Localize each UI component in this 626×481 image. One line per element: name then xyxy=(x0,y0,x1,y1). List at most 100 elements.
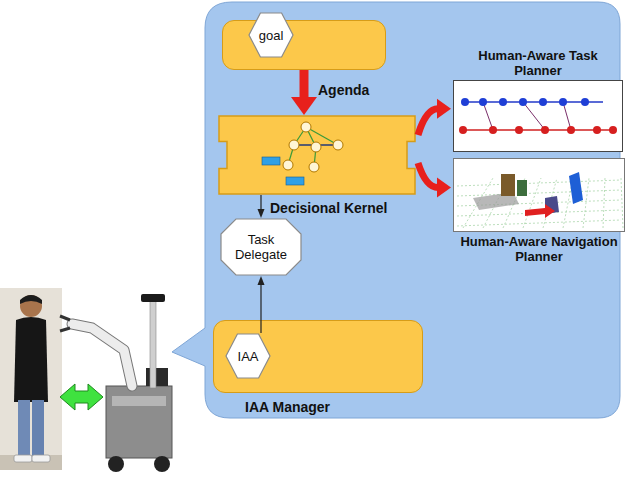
node-heading: IAA Manager xyxy=(245,398,385,416)
human-action xyxy=(489,126,497,134)
person-head xyxy=(20,295,42,317)
node-text: Task Delegate xyxy=(220,218,302,276)
person-hoodie xyxy=(14,317,48,402)
speech-bubble xyxy=(172,2,620,418)
grid-line xyxy=(603,178,605,228)
person-leg xyxy=(18,400,30,456)
grid-line xyxy=(457,190,621,196)
robot-laptop xyxy=(146,368,168,386)
plan-node xyxy=(283,160,293,170)
person-hair xyxy=(20,295,42,304)
shape-outline xyxy=(453,80,623,152)
robot-action xyxy=(581,98,589,106)
robot-arm-outline xyxy=(72,324,132,386)
connector xyxy=(418,163,451,198)
grid-line xyxy=(583,178,589,228)
plan-dependency xyxy=(483,102,493,130)
robot-base xyxy=(106,386,172,458)
diagram-node: IAA xyxy=(225,333,271,379)
human-action xyxy=(459,126,467,134)
diagram-node: Task Delegate xyxy=(220,218,302,276)
node-heading: Human-Aware Task Planner xyxy=(470,48,606,78)
hexagon-outline xyxy=(249,13,293,57)
arrow-head xyxy=(437,99,451,119)
human-plan-line xyxy=(463,129,613,131)
robot-action xyxy=(479,98,487,106)
connector-line xyxy=(300,70,309,98)
diagram-node: IAA Manager IAA xyxy=(213,320,423,418)
robot-pole xyxy=(150,300,156,388)
human-action xyxy=(609,126,617,134)
arrow-head xyxy=(258,209,265,218)
human-action xyxy=(541,126,549,134)
connector xyxy=(418,99,451,135)
kernel-outline xyxy=(219,116,415,194)
plan-node xyxy=(311,142,321,152)
shape-outline xyxy=(453,158,625,232)
diagram-node: Agendagoal xyxy=(222,20,386,102)
plan-node xyxy=(289,140,299,150)
module-box xyxy=(222,20,386,70)
robot-action xyxy=(519,98,527,106)
photo-wall xyxy=(0,288,62,470)
human-model xyxy=(517,180,527,196)
connector-line xyxy=(418,163,438,188)
plan-dependency xyxy=(563,102,571,130)
task-plan-image xyxy=(453,80,623,152)
plan-node xyxy=(301,122,311,132)
shape-outline xyxy=(218,115,416,195)
connector-line xyxy=(418,109,438,135)
node-heading: Human-Aware Navigation Planner xyxy=(459,234,619,264)
person-leg xyxy=(32,400,44,456)
grid-line xyxy=(457,220,621,226)
human-model xyxy=(569,172,583,204)
node-text: IAA xyxy=(225,333,271,379)
robot-wheel xyxy=(154,456,170,472)
node-heading: Decisional Kernel xyxy=(270,199,410,217)
arrow-head xyxy=(437,178,451,198)
human-action xyxy=(567,126,575,134)
navigation-image xyxy=(453,158,625,232)
grid-line xyxy=(457,180,621,186)
diagram-node: goal xyxy=(248,12,294,58)
human-action xyxy=(593,126,601,134)
robot-wheel xyxy=(108,456,124,472)
plan-node xyxy=(309,162,319,172)
robot-panel xyxy=(112,396,166,406)
human-action xyxy=(515,126,523,134)
path-arrow xyxy=(525,204,555,218)
interaction-arrow xyxy=(60,384,103,410)
robot-camera xyxy=(141,294,165,302)
connector xyxy=(258,195,265,218)
arrow-head xyxy=(291,97,317,115)
octagon-outline xyxy=(221,219,301,275)
connector xyxy=(291,70,317,115)
diagram-node: Human-Aware Navigation Planner xyxy=(453,158,625,264)
photo-floor xyxy=(0,455,62,470)
image-frame xyxy=(454,81,623,152)
diagram-node: Human-Aware Task Planner xyxy=(450,48,626,152)
diagram-node: Decisional Kernel xyxy=(218,115,416,217)
image-frame xyxy=(454,159,625,232)
plan-action xyxy=(262,157,280,165)
robot-arm xyxy=(72,324,132,386)
robot-action xyxy=(499,98,507,106)
person-shoe xyxy=(14,455,32,462)
arrow-head xyxy=(258,276,265,285)
node-heading: Agenda xyxy=(318,80,388,100)
connector-line xyxy=(260,195,261,210)
grid-line xyxy=(621,178,623,228)
person-shoe xyxy=(32,455,50,462)
kernel-box xyxy=(218,115,416,195)
node-text: goal xyxy=(248,12,294,58)
robot-action xyxy=(559,98,567,106)
robot-gripper xyxy=(60,316,70,331)
plan-node xyxy=(333,140,343,150)
robot-action xyxy=(539,98,547,106)
plan-link xyxy=(306,127,338,145)
chair-shape xyxy=(501,174,515,196)
plan-action xyxy=(286,177,304,185)
robot-action xyxy=(461,98,469,106)
plan-dependency xyxy=(523,102,545,130)
